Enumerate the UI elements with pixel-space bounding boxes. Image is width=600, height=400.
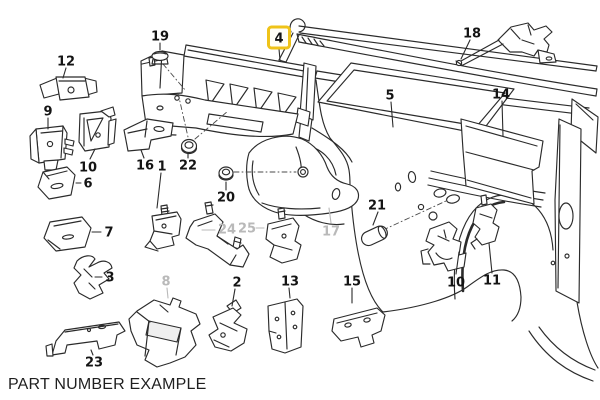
leader-line-10 xyxy=(456,252,459,274)
callout-20[interactable]: 20 xyxy=(217,191,235,206)
part-6-drawing xyxy=(38,167,75,199)
callout-4[interactable]: 4 xyxy=(274,32,283,47)
part-23-drawing xyxy=(46,322,125,356)
callout-8[interactable]: 8 xyxy=(161,275,170,290)
callout-19[interactable]: 19 xyxy=(151,30,169,45)
callout-10[interactable]: 10 xyxy=(447,276,465,291)
callout-3[interactable]: 3 xyxy=(105,271,114,286)
part-16-drawing xyxy=(124,119,173,151)
callout-1[interactable]: 1 xyxy=(157,160,166,175)
callout-15[interactable]: 15 xyxy=(343,275,361,290)
part-2-drawing xyxy=(209,300,247,351)
cowl-lower-strip-drawing xyxy=(297,34,597,96)
callout-25[interactable]: 25 xyxy=(238,222,256,237)
splash-shield-17-drawing xyxy=(247,136,359,215)
callout-12[interactable]: 12 xyxy=(57,55,75,70)
callout-14[interactable]: 14 xyxy=(492,88,510,103)
grommet-20-drawing xyxy=(219,167,233,180)
leader-line-11 xyxy=(489,243,492,273)
leader-line-13 xyxy=(289,288,290,298)
part-8-drawing xyxy=(129,298,200,367)
support-tray-drawing xyxy=(141,45,316,136)
callout-23[interactable]: 23 xyxy=(85,356,103,371)
part-12-drawing xyxy=(40,77,97,100)
panel-14-drawing xyxy=(461,119,543,204)
callout-21[interactable]: 21 xyxy=(368,199,386,214)
insulation-panel-5-drawing xyxy=(318,63,514,134)
callout-9[interactable]: 9 xyxy=(43,105,52,120)
callout-10[interactable]: 10 xyxy=(79,161,97,176)
callout-22[interactable]: 22 xyxy=(179,159,197,174)
callout-2[interactable]: 2 xyxy=(232,276,241,291)
part-7-drawing xyxy=(44,217,91,251)
callout-6[interactable]: 6 xyxy=(83,177,92,192)
part-24-drawing xyxy=(186,202,249,267)
part-10-right-drawing xyxy=(421,222,466,271)
construction-lines xyxy=(163,64,446,230)
leader-line-16 xyxy=(141,150,144,158)
callout-17[interactable]: 17 xyxy=(322,225,340,240)
part-3-drawing xyxy=(74,256,112,299)
leader-line-2 xyxy=(232,289,235,306)
callout-16[interactable]: 16 xyxy=(136,159,154,174)
callout-7[interactable]: 7 xyxy=(104,226,113,241)
grommet-22-drawing xyxy=(182,140,197,154)
leader-line-21 xyxy=(373,212,378,225)
leader-line-10 xyxy=(90,149,95,159)
part-10-left-drawing xyxy=(79,107,116,151)
part-21-drawing xyxy=(359,224,389,248)
callout-5[interactable]: 5 xyxy=(385,89,394,104)
bracket-18-drawing xyxy=(456,23,556,66)
callout-11[interactable]: 11 xyxy=(483,274,501,289)
leader-line-4 xyxy=(279,49,280,60)
leader-line-5 xyxy=(391,102,393,127)
callout-13[interactable]: 13 xyxy=(281,275,299,290)
leader-line-1 xyxy=(157,173,161,208)
callout-24[interactable]: 24 xyxy=(218,223,236,238)
callout-18[interactable]: 18 xyxy=(463,27,481,42)
part-9-drawing xyxy=(30,126,74,170)
part-11-drawing xyxy=(471,195,499,249)
part-25-drawing xyxy=(266,208,301,263)
leader-line-17 xyxy=(329,208,331,223)
leader-line-12 xyxy=(63,68,66,78)
leader-line-14 xyxy=(502,101,503,136)
highlight-box-part-4 xyxy=(269,27,290,48)
caption: PART NUMBER EXAMPLE xyxy=(8,376,207,393)
part-1-drawing xyxy=(145,205,181,251)
part-19-drawing xyxy=(152,52,168,65)
part-15-drawing xyxy=(332,308,385,347)
part-13-drawing xyxy=(268,299,303,353)
leader-line-23 xyxy=(91,350,93,355)
leader-line-8 xyxy=(167,288,168,298)
leader-line-18 xyxy=(461,40,470,59)
